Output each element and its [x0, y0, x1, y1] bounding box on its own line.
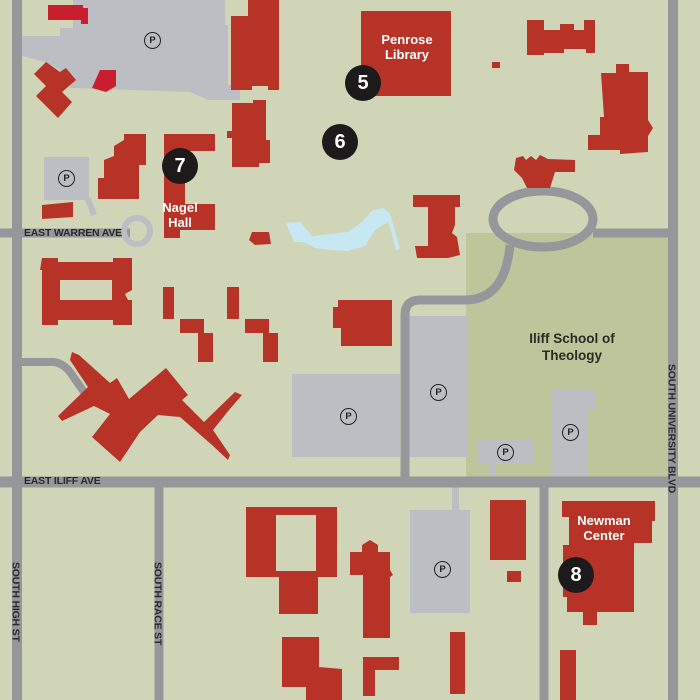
area-label-iliff-school[interactable]: Iliff School of Theology: [522, 330, 622, 364]
location-marker-8[interactable]: 8: [558, 557, 594, 593]
location-marker-5[interactable]: 5: [345, 65, 381, 101]
parking-icon[interactable]: P: [430, 384, 447, 401]
parking-icon[interactable]: P: [497, 444, 514, 461]
parking-icon[interactable]: P: [562, 424, 579, 441]
penrose-library-text: Penrose Library: [381, 32, 433, 62]
iliff-school-text: Iliff School of Theology: [529, 331, 615, 363]
newman-center-text: Newman Center: [577, 513, 631, 543]
location-marker-7[interactable]: 7: [162, 148, 198, 184]
street-label-east-iliff-ave: EAST ILIFF AVE: [24, 475, 101, 487]
street-label-south-high-st: SOUTH HIGH ST: [9, 562, 22, 642]
parking-icon[interactable]: P: [58, 170, 75, 187]
location-marker-6[interactable]: 6: [322, 124, 358, 160]
street-label-south-race-st: SOUTH RACE ST: [151, 562, 164, 646]
parking-icon[interactable]: P: [144, 32, 161, 49]
street-label-south-university-blvd: SOUTH UNIVERSITY BLVD: [665, 364, 678, 494]
building-label-nagel-hall[interactable]: Nagel Hall: [152, 200, 208, 230]
parking-icon[interactable]: P: [434, 561, 451, 578]
parking-icon[interactable]: P: [340, 408, 357, 425]
building-label-penrose-library[interactable]: Penrose Library: [371, 32, 443, 62]
pond: [286, 208, 400, 251]
nagel-hall-text: Nagel Hall: [162, 200, 198, 230]
buildings: [34, 0, 655, 700]
street-label-east-warren-ave: EAST WARREN AVE: [24, 227, 122, 239]
building-label-newman-center[interactable]: Newman Center: [568, 513, 640, 543]
